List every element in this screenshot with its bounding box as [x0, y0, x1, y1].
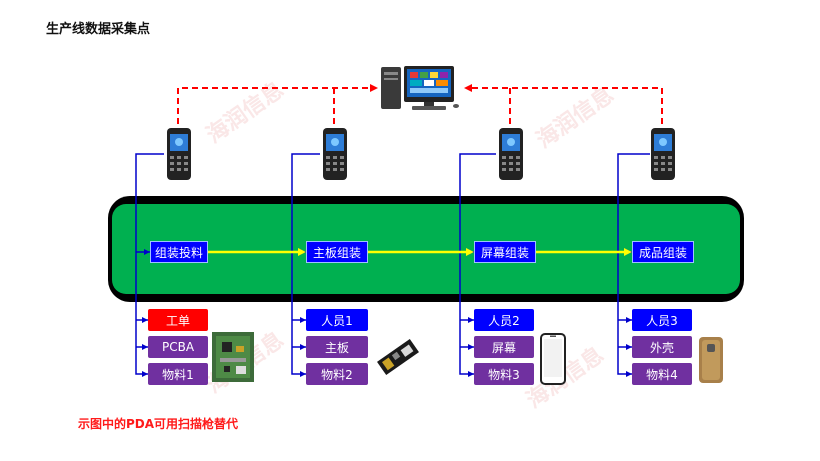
screen-phone-image: [540, 333, 566, 385]
arrowhead-left: [370, 84, 378, 92]
tag-person-2: 人员2: [474, 309, 534, 331]
pda-icon: [167, 128, 191, 180]
pda-icon: [499, 128, 523, 180]
stage-screen: 屏幕组装: [474, 241, 536, 263]
tag-housing: 外壳: [632, 336, 692, 358]
dashed-link-pda4: [470, 87, 663, 134]
stage-assembly-feed: 组装投料: [150, 241, 208, 263]
pda-icon: [323, 128, 347, 180]
tag-person-1: 人员1: [306, 309, 368, 331]
dashed-link-pda1: [177, 87, 372, 134]
tag-material-3: 物料3: [474, 363, 534, 385]
pda-icon: [651, 128, 675, 180]
tag-screen: 屏幕: [474, 336, 534, 358]
blue-link-2: [291, 153, 320, 375]
tag-mainboard: 主板: [306, 336, 368, 358]
stage-mainboard: 主板组装: [306, 241, 368, 263]
mainboard-image: [377, 338, 419, 376]
tag-material-2: 物料2: [306, 363, 368, 385]
blue-link-4: [617, 153, 650, 375]
arrowhead-right: [464, 84, 472, 92]
tag-material-4: 物料4: [632, 363, 692, 385]
pcba-board-image: [212, 332, 254, 382]
housing-image: [699, 337, 723, 383]
tag-person-3: 人员3: [632, 309, 692, 331]
tag-work-order: 工单: [148, 309, 208, 331]
page-title: 生产线数据采集点: [46, 22, 151, 37]
computer-icon: [381, 66, 459, 110]
tag-material-1: 物料1: [148, 363, 208, 385]
blue-link-3: [459, 153, 496, 375]
stage-final: 成品组装: [632, 241, 694, 263]
tag-pcba: PCBA: [148, 336, 208, 358]
footnote: 示图中的PDA可用扫描枪替代: [78, 417, 239, 431]
